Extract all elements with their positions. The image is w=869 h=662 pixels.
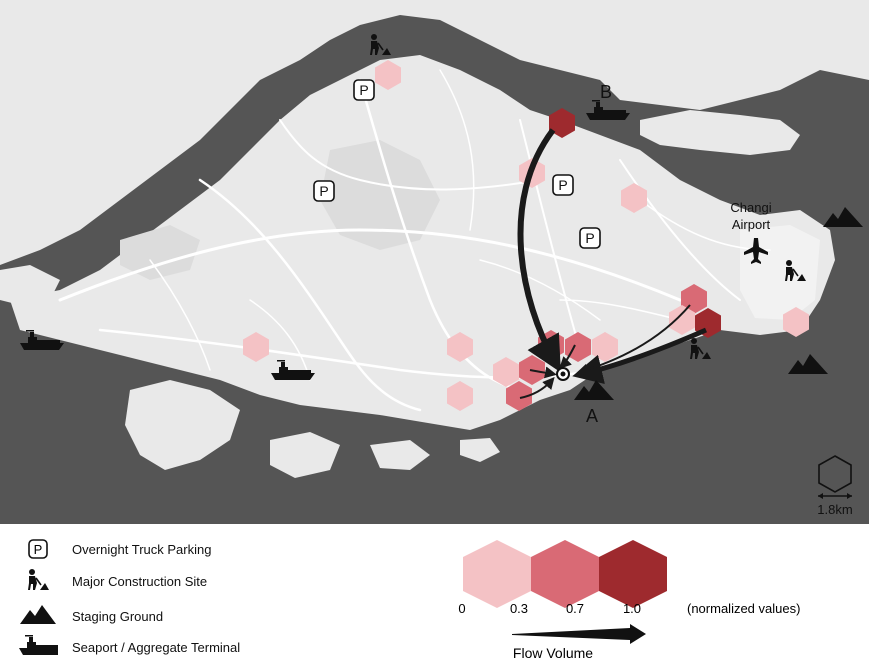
northeast-island <box>640 110 800 155</box>
parking-icon <box>552 174 574 196</box>
hex-cell <box>447 381 473 411</box>
flow-arrow-east-to-a <box>572 327 707 384</box>
legend-hex-mid <box>531 540 599 608</box>
south-islet-3 <box>460 438 500 462</box>
legend-item-parking: P Overnight Truck Parking <box>18 536 211 562</box>
mound-icon <box>20 605 56 624</box>
northern-land <box>0 0 869 265</box>
legend-item-construction: Major Construction Site <box>18 568 207 594</box>
scale-label: 1.8km <box>817 502 852 517</box>
parking-icon <box>353 79 375 101</box>
changi-airport-label-2: Airport <box>732 217 771 232</box>
hex-cell <box>565 332 591 362</box>
flow-arrow-nw-to-a <box>559 344 576 369</box>
hex-cell <box>549 108 575 138</box>
flow-arrows <box>517 128 707 399</box>
legend-flow-title: Flow Volume <box>513 645 593 661</box>
parking-icon <box>579 227 601 249</box>
legend-hex-high <box>599 540 667 608</box>
scale-arrow-right <box>847 493 852 499</box>
scale-arrow-left <box>818 493 823 499</box>
hex-cell <box>243 332 269 362</box>
legend-tick: 0.3 <box>510 601 528 616</box>
legend-label: Seaport / Aggregate Terminal <box>72 639 241 655</box>
flow-arrow-b-to-a <box>517 128 561 373</box>
hex-cell <box>493 357 519 387</box>
hex-cell <box>506 381 532 411</box>
changi-airport-label: Changi <box>730 200 771 215</box>
hex-cell <box>783 307 809 337</box>
flow-wedge-arrow <box>512 624 646 644</box>
scale-hexagon <box>818 455 852 493</box>
hex-cell <box>447 332 473 362</box>
parking-icon: P <box>28 539 48 559</box>
legend-tick: 1.0 <box>623 601 641 616</box>
legend-item-staging: Staging Ground <box>18 603 163 629</box>
construction-worker-icon <box>28 569 49 590</box>
ship-icon <box>19 635 58 655</box>
legend-item-seaport: Seaport / Aggregate Terminal <box>18 634 240 660</box>
hex-cell <box>621 183 647 213</box>
west-park <box>120 225 200 280</box>
hex-cell <box>669 305 695 335</box>
point-a-label: A <box>586 406 598 426</box>
main-island <box>10 55 835 430</box>
central-park <box>320 140 440 250</box>
flow-arrow-sw-to-a <box>519 376 555 399</box>
legend-label: Major Construction Site <box>72 573 208 589</box>
road-network <box>58 69 771 412</box>
legend-label: Overnight Truck Parking <box>72 541 212 557</box>
flow-volume-legend: 0 0.3 0.7 1.0 (normalized values) Flow V… <box>458 540 800 661</box>
parking-icon <box>313 180 335 202</box>
west-land <box>0 265 60 305</box>
legend-note: (normalized values) <box>687 601 800 616</box>
map-canvas: P <box>0 0 869 524</box>
legend-hex-low <box>463 540 531 608</box>
hex-cell <box>592 332 618 362</box>
legend-tick: 0.7 <box>566 601 584 616</box>
svg-text:P: P <box>34 542 43 557</box>
hex-cell <box>375 60 401 90</box>
point-b-label: B <box>600 82 612 102</box>
south-islet-2 <box>370 440 430 470</box>
legend-tick: 0 <box>458 601 465 616</box>
flow-arrow-w-to-a <box>529 366 557 379</box>
flow-arrow-ne-to-a <box>576 304 691 376</box>
airplane-icon <box>744 238 768 264</box>
south-islet-1 <box>270 432 340 478</box>
legend-label: Staging Ground <box>72 608 164 624</box>
jurong-island <box>125 380 240 470</box>
legend: P Overnight Truck Parking Major Construc… <box>0 524 869 662</box>
destination-a-dot <box>560 371 566 377</box>
